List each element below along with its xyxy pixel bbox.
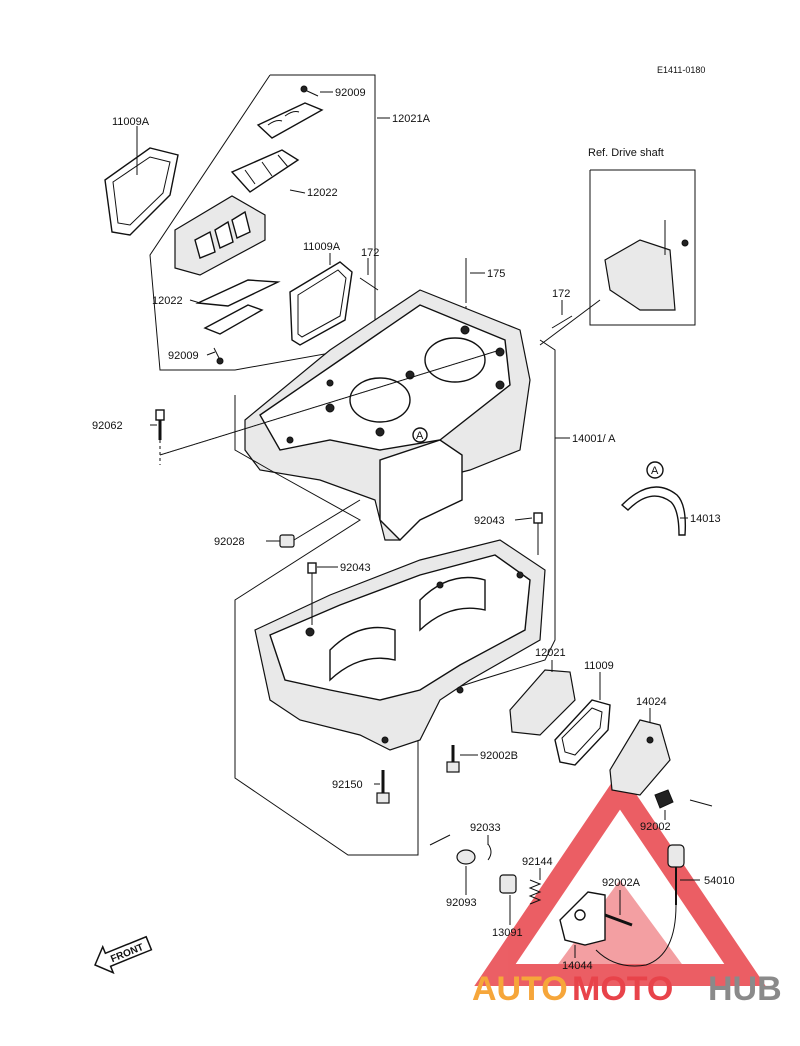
reed-stopper-bottom: [203, 304, 264, 335]
bearing-half-14013: A: [620, 461, 687, 536]
oil-line-group: [429, 789, 713, 967]
label-11009a-top: 11009A: [112, 116, 150, 128]
plug-92028: [279, 499, 361, 548]
label-92150: 92150: [332, 779, 363, 791]
label-ref-drive-shaft: Ref. Drive shaft: [588, 147, 664, 159]
label-54010: 54010: [704, 875, 735, 887]
cover-12021: [509, 669, 576, 736]
label-14044: 14044: [562, 960, 593, 972]
label-92009-bottom: 92009: [168, 350, 199, 362]
marker-a-bearing: A: [651, 465, 659, 477]
label-13091: 13091: [492, 927, 523, 939]
label-92009-top: 92009: [335, 87, 366, 99]
watermark-hub: HUB: [708, 970, 782, 1008]
label-12022-bottom: 12022: [152, 295, 183, 307]
label-172-right: 172: [552, 288, 570, 300]
label-92033: 92033: [470, 822, 501, 834]
label-12022-top: 12022: [307, 187, 338, 199]
cover-14024: [609, 719, 671, 796]
reed-block: [174, 195, 266, 276]
label-11009a-mid: 11009A: [303, 241, 341, 253]
leader-lines: [136, 91, 700, 958]
watermark-moto: MOTO: [572, 970, 673, 1008]
part-labels: 11009A 92009 12021A 12022 12022 92009 11…: [92, 87, 735, 972]
label-14013: 14013: [690, 513, 721, 525]
label-11009: 11009: [584, 660, 614, 672]
label-12021: 12021: [535, 647, 566, 659]
dowel-92043-left: [307, 562, 317, 625]
diagram-code: E1411-0180: [657, 65, 705, 75]
screw-92009-bottom: [213, 347, 224, 365]
label-92144: 92144: [522, 856, 553, 868]
gasket-11009: [554, 699, 611, 766]
dowel-92043-right: [533, 512, 543, 555]
label-92028: 92028: [214, 536, 245, 548]
label-92002b: 92002B: [480, 750, 518, 762]
label-92002: 92002: [640, 821, 671, 833]
label-92002a: 92002A: [602, 877, 641, 889]
lower-crankcase: [254, 539, 546, 751]
label-92093: 92093: [446, 897, 477, 909]
watermark-auto: AUTO: [472, 970, 568, 1008]
screw-92009-top: [300, 85, 319, 97]
bolt-92002B: [446, 745, 460, 773]
label-92043-right: 92043: [474, 515, 505, 527]
label-14024: 14024: [636, 696, 667, 708]
stud-172-left: [359, 277, 379, 291]
reed-valve-group: [104, 74, 376, 371]
reed-12022-bottom: [195, 279, 281, 307]
reed-stopper-12021A: [256, 102, 324, 139]
reed-12022-top: [230, 149, 300, 193]
label-12021a: 12021A: [392, 113, 431, 125]
front-arrow: FRONT: [94, 935, 153, 975]
label-92062: 92062: [92, 420, 123, 432]
watermark-logo: [474, 770, 766, 986]
bolt-92150: [376, 770, 390, 804]
watermark-text: AUTO MOTO HUB: [472, 970, 782, 1008]
marker-a-crankcase: A: [416, 430, 424, 442]
crankcase-bracket: [234, 339, 556, 856]
stud-172-right: [551, 315, 573, 329]
label-14001a: 14001/ A: [572, 433, 616, 445]
label-92043-left: 92043: [340, 562, 371, 574]
label-175: 175: [487, 268, 505, 280]
bolt-92062: [155, 349, 501, 465]
label-172-left: 172: [361, 247, 379, 259]
drive-shaft-ref-group: [539, 169, 696, 346]
upper-crankcase: A: [244, 289, 531, 541]
gasket-11009A-top: [104, 147, 179, 236]
gasket-11009A-mid: [289, 261, 353, 346]
